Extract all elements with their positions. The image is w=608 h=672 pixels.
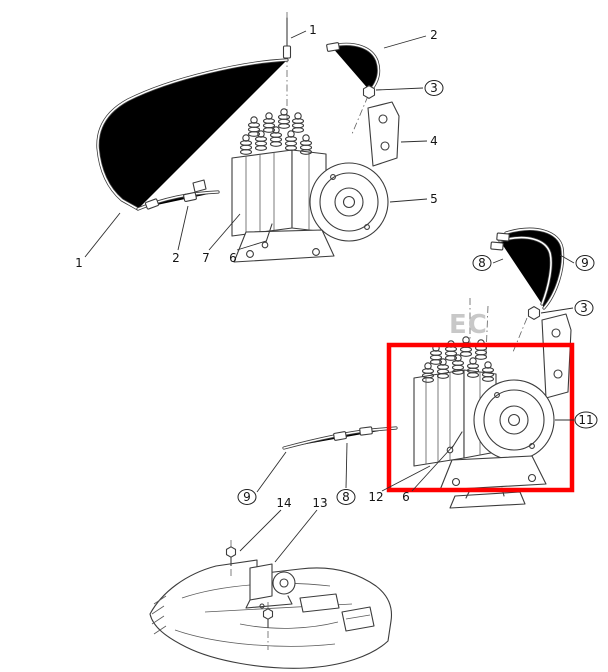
mount-bracket (233, 229, 335, 263)
callout-14: 14 (239, 496, 292, 552)
callout-8-upper: 8 (472, 255, 504, 271)
module-motor (272, 571, 296, 595)
callout-label: 9 (581, 256, 589, 270)
pan-bracket (341, 606, 375, 632)
tube-fitting (182, 191, 198, 203)
tube-fitting (282, 45, 292, 59)
callout-12: 12 (368, 465, 431, 504)
watermark: EC (449, 310, 488, 340)
damper-stud (261, 241, 269, 249)
callout-6-upper: 6 (229, 240, 267, 265)
callout-label: 11 (578, 413, 593, 427)
mount-bolt (262, 608, 274, 629)
tube-fitting (496, 232, 510, 242)
callout-label: 5 (430, 192, 438, 206)
callout-circle (424, 80, 444, 96)
callout-11: 11 (555, 411, 598, 429)
callout-6-lower: 6 (402, 445, 454, 504)
callouts: 1 2 3 4 5 1 2 7 (75, 23, 598, 563)
callout-9-lower: 9 (237, 451, 287, 505)
callout-label: 14 (276, 496, 291, 510)
callout-label: 6 (402, 490, 410, 504)
callout-13: 13 (274, 496, 328, 563)
callout-5: 5 (389, 192, 438, 206)
tube-fitting (325, 41, 341, 53)
pump-motor (309, 162, 389, 242)
callout-2-upper: 2 (383, 28, 438, 49)
callout-8-lower: 8 (336, 442, 356, 505)
callout-label: 6 (229, 251, 237, 265)
valve-block (413, 369, 465, 467)
callout-label: 1 (309, 23, 317, 37)
callout-circle (575, 255, 595, 271)
centerline (351, 95, 369, 135)
tube-fitting (490, 241, 504, 251)
callout-label: 4 (430, 134, 438, 148)
floor-pan-assembly (149, 540, 393, 669)
callout-1-upper: 1 (290, 23, 317, 39)
bracket (541, 313, 572, 399)
callout-9-upper: 9 (559, 254, 595, 271)
callout-label: 2 (172, 251, 180, 265)
tube-nut-3 (362, 85, 376, 99)
callout-3-upper: 3 (375, 80, 444, 96)
hcu-assembly-upper (96, 12, 400, 263)
hcu-assembly-lower: EC (282, 227, 572, 509)
pump-motor (473, 379, 555, 461)
bracket-4 (367, 101, 400, 167)
mount-bracket (439, 455, 547, 491)
callout-circle (336, 489, 356, 505)
callout-label: 12 (368, 490, 383, 504)
tube-fitting (359, 426, 373, 436)
highlight-box (386, 342, 575, 493)
callout-label: 3 (580, 301, 588, 315)
callout-circle (472, 255, 492, 271)
callout-4: 4 (400, 134, 438, 148)
tube-clip (192, 179, 207, 193)
callout-7: 7 (202, 213, 241, 265)
tube-fitting (332, 430, 348, 442)
callout-label: 13 (312, 496, 327, 510)
callout-1-lower: 1 (75, 212, 121, 270)
callout-label: 3 (430, 81, 438, 95)
tube-fitting (144, 198, 160, 210)
module-block (249, 563, 273, 601)
pan-bracket (299, 593, 340, 613)
valve-block (231, 149, 293, 237)
callout-label: 7 (202, 251, 210, 265)
tube-nut-3 (527, 306, 541, 320)
callout-circle (574, 411, 598, 429)
floor-pan-outline (149, 559, 393, 669)
callout-label: 8 (478, 256, 486, 270)
callout-circle (574, 300, 594, 316)
callout-3-lower: 3 (540, 300, 594, 316)
callout-circle (237, 489, 257, 505)
callout-label: 9 (243, 490, 251, 504)
callout-label: 1 (75, 256, 83, 270)
centerline (485, 305, 489, 357)
mount-foot (449, 491, 526, 509)
callout-label: 8 (342, 490, 350, 504)
callout-2-lower: 2 (172, 205, 189, 265)
callout-label: 2 (430, 28, 438, 42)
